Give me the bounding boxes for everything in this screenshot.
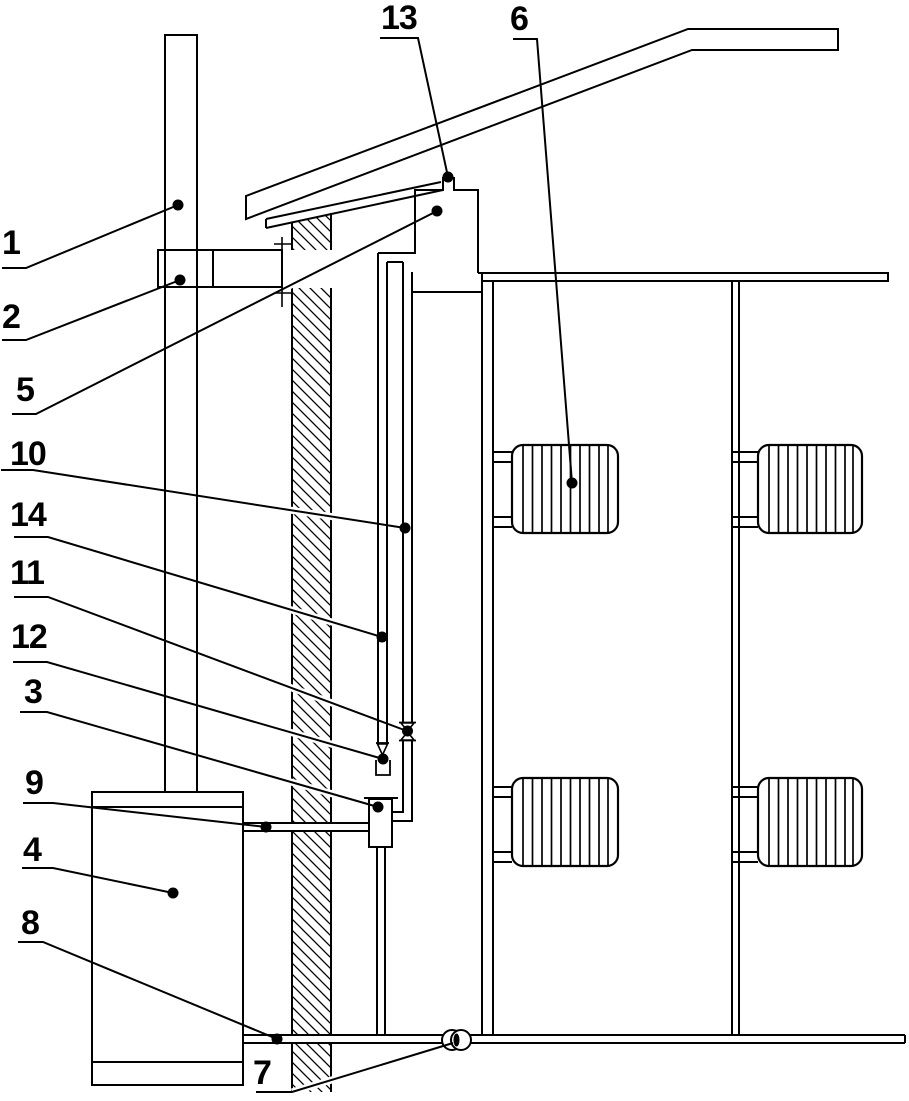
boiler (91, 791, 244, 1086)
radiator-bottom-right (733, 776, 864, 868)
leader-1 (2, 204, 179, 269)
leader-2 (2, 279, 181, 341)
leader-lines (1, 37, 573, 1093)
radiator-top-right (733, 443, 864, 535)
callout-label-6: 6 (510, 0, 529, 38)
callout-label-7: 7 (253, 1054, 272, 1092)
leader-8 (18, 941, 278, 1040)
callout-label-10: 10 (10, 435, 47, 473)
leader-7 (256, 1042, 454, 1093)
flue-pipes (377, 253, 482, 822)
room-walls (481, 273, 740, 1035)
callout-label-9: 9 (25, 764, 44, 802)
nozzle-12 (375, 742, 391, 776)
leader-4 (22, 867, 174, 894)
air-intake-duct (157, 237, 293, 307)
leader-13 (380, 37, 449, 178)
callout-label-2: 2 (2, 298, 21, 336)
circulation-pump (441, 1029, 472, 1051)
callout-label-11: 11 (10, 554, 45, 592)
callout-label-13: 13 (381, 0, 418, 37)
leader-11 (14, 596, 408, 732)
callout-label-5: 5 (16, 371, 35, 409)
return-pipe (243, 1034, 906, 1044)
callout-label-1: 1 (2, 224, 21, 262)
leader-5 (12, 210, 438, 415)
callout-label-12: 12 (11, 618, 48, 656)
leader-3 (20, 711, 379, 808)
callout-label-4: 4 (23, 831, 42, 869)
callout-label-8: 8 (21, 904, 40, 942)
callout-label-14: 14 (10, 496, 47, 534)
callout-label-3: 3 (24, 673, 43, 711)
wall-section (291, 213, 332, 1092)
leader-12 (13, 661, 384, 760)
leader-6 (513, 38, 573, 484)
radiator-top-left (493, 443, 620, 535)
leader-dots (167, 171, 578, 1045)
chimney (164, 34, 198, 792)
leader-14 (14, 536, 383, 638)
eaves-panel (265, 181, 444, 229)
mixing-unit (364, 797, 398, 1035)
ceiling (478, 272, 889, 282)
leader-10 (1, 469, 406, 529)
roof (245, 28, 839, 221)
leader-9 (23, 802, 267, 828)
radiator-bottom-left (493, 776, 620, 868)
